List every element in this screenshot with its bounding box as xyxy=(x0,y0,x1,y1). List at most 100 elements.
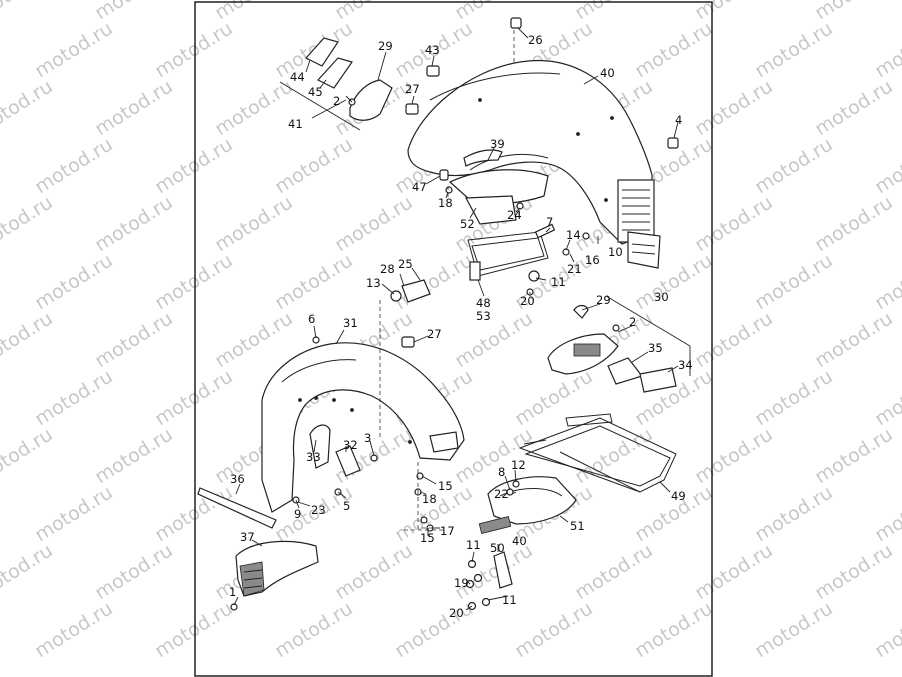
callout-12: 12 xyxy=(511,458,526,472)
watermark-text: motod.ru xyxy=(31,133,117,198)
callout-25: 25 xyxy=(398,257,413,271)
callout-34: 34 xyxy=(678,358,693,372)
callout-7: 7 xyxy=(546,215,553,229)
callout-44: 44 xyxy=(290,70,305,84)
callout-35: 35 xyxy=(648,341,663,355)
lamp-assembly-part xyxy=(547,295,691,393)
watermark-text: motod.ru xyxy=(811,423,897,488)
watermark-text: motod.ru xyxy=(871,249,902,314)
callout-18: 18 xyxy=(422,492,437,506)
callout-43: 43 xyxy=(425,43,440,57)
diagram-frame xyxy=(194,1,713,677)
watermark-text: motod.ru xyxy=(271,133,357,198)
watermark-text: motod.ru xyxy=(751,365,837,430)
watermark-text: motod.ru xyxy=(151,17,237,82)
watermark-text: motod.ru xyxy=(331,539,417,604)
watermark-text: motod.ru xyxy=(31,597,117,662)
watermark-text: motod.ru xyxy=(871,133,902,198)
watermark-text: motod.ru xyxy=(751,597,837,662)
callout-40: 40 xyxy=(600,66,615,80)
watermark-text: motod.ru xyxy=(751,481,837,546)
callout-53: 53 xyxy=(476,309,491,323)
callout-28: 28 xyxy=(380,262,395,276)
callout-14: 14 xyxy=(566,228,581,242)
watermark-text: motod.ru xyxy=(91,307,177,372)
callout-51: 51 xyxy=(570,519,585,533)
watermark-text: motod.ru xyxy=(751,133,837,198)
callout-37: 37 xyxy=(240,530,255,544)
watermark-text: motod.ru xyxy=(811,539,897,604)
watermark-text: motod.ru xyxy=(151,133,237,198)
callout-29: 29 xyxy=(596,293,611,307)
callout-49: 49 xyxy=(671,489,686,503)
watermark-text: motod.ru xyxy=(811,307,897,372)
callout-45: 45 xyxy=(308,85,323,99)
watermark-text: motod.ru xyxy=(391,597,477,662)
callout-3: 3 xyxy=(364,431,371,445)
watermark-text: motod.ru xyxy=(691,191,777,256)
callout-labels: 1 2 2 3 4 5 6 7 8 9 10 11 11 11 12 13 14… xyxy=(229,33,693,620)
nut-part xyxy=(401,17,679,348)
callout-31: 31 xyxy=(343,316,358,330)
emblem-part xyxy=(279,37,393,131)
callout-50: 50 xyxy=(490,541,505,555)
watermark-text: motod.ru xyxy=(331,191,417,256)
watermark-text: motod.ru xyxy=(271,249,357,314)
watermark-text: motod.ru xyxy=(871,597,902,662)
callout-20: 20 xyxy=(520,294,535,308)
watermark-text: motod.ru xyxy=(571,539,657,604)
watermark-text: motod.ru xyxy=(691,307,777,372)
callout-11: 11 xyxy=(551,275,566,289)
callout-32: 32 xyxy=(343,438,358,452)
callout-19: 19 xyxy=(454,576,469,590)
watermark-text: motod.ru xyxy=(751,17,837,82)
callout-21: 21 xyxy=(567,262,582,276)
luggage-rack-part xyxy=(518,413,677,493)
watermark-text: motod.ru xyxy=(0,539,57,604)
watermark-text: motod.ru xyxy=(511,597,597,662)
watermark-text: motod.ru xyxy=(871,17,902,82)
watermark-text: motod.ru xyxy=(691,539,777,604)
callout-16: 16 xyxy=(585,253,600,267)
callout-23: 23 xyxy=(311,503,326,517)
watermark-text: motod.ru xyxy=(151,481,237,546)
watermark-text: motod.ru xyxy=(211,191,297,256)
watermark-text: motod.ru xyxy=(691,423,777,488)
watermark-text: motod.ru xyxy=(271,597,357,662)
watermark-text: motod.ru xyxy=(31,481,117,546)
watermark-text: motod.ru xyxy=(811,75,897,140)
watermark-text: motod.ru xyxy=(451,307,537,372)
fender-tip-part xyxy=(235,540,319,597)
callout-17: 17 xyxy=(440,524,455,538)
callout-2: 2 xyxy=(629,315,636,329)
callout-leaders xyxy=(233,27,679,611)
callout-4: 4 xyxy=(675,113,682,127)
front-fender-part xyxy=(261,342,465,513)
callout-5: 5 xyxy=(343,499,350,513)
axle-rod-part xyxy=(335,445,361,477)
watermark-text: motod.ru xyxy=(91,75,177,140)
watermark-text: motod.ru xyxy=(691,75,777,140)
watermark-text: motod.ru xyxy=(871,365,902,430)
callout-41: 41 xyxy=(288,117,303,131)
watermark-text: motod.ru xyxy=(211,307,297,372)
watermark-text: motod.ru xyxy=(511,365,597,430)
callout-30: 30 xyxy=(654,290,669,304)
callout-18: 18 xyxy=(438,196,453,210)
callout-9: 9 xyxy=(294,507,301,521)
callout-27: 27 xyxy=(427,327,442,341)
watermark-text: motod.ru xyxy=(151,365,237,430)
watermark-text: motod.ru xyxy=(751,249,837,314)
callout-39: 39 xyxy=(490,137,505,151)
watermark-text: motod.ru xyxy=(91,539,177,604)
watermark-text: motod.ru xyxy=(0,75,57,140)
watermark-text: motod.ru xyxy=(0,307,57,372)
watermark-text: motod.ru xyxy=(31,17,117,82)
callout-15: 15 xyxy=(420,531,435,545)
watermark-text: motod.ru xyxy=(91,423,177,488)
callout-15: 15 xyxy=(438,479,453,493)
watermark-text: motod.ru xyxy=(151,249,237,314)
callout-2: 2 xyxy=(333,94,340,108)
clamp-part xyxy=(390,279,431,303)
